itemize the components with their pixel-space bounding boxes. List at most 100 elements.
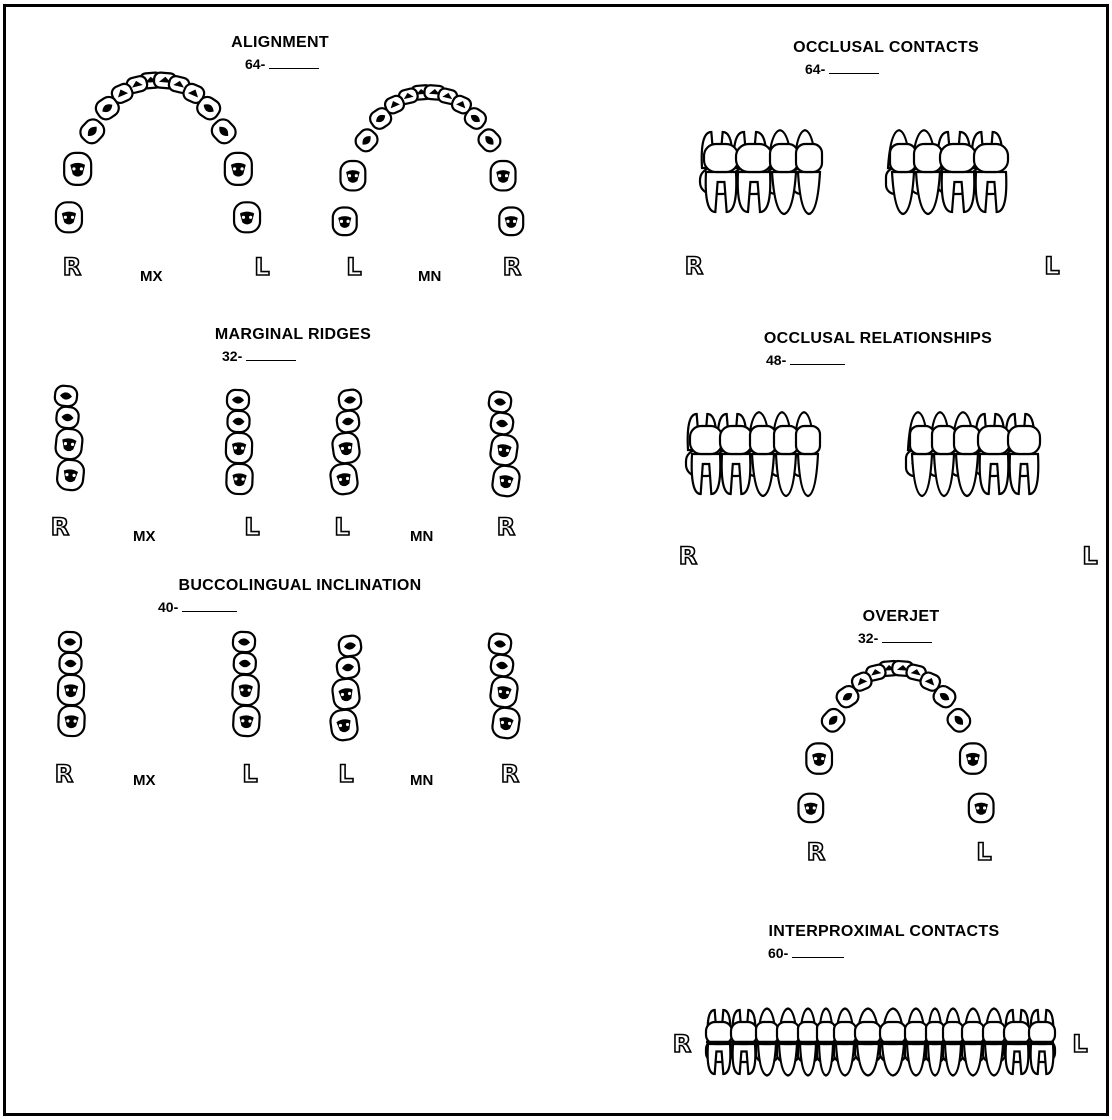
buccolingual-right-mark: R bbox=[55, 762, 73, 786]
tooth-buccal bbox=[954, 426, 980, 496]
tooth-crown bbox=[880, 1022, 906, 1044]
marginal-ridges-mx-label: MX bbox=[133, 528, 156, 545]
marginal-ridges-mx-right bbox=[54, 385, 85, 491]
tooth-crown bbox=[777, 1022, 799, 1044]
tooth-occlusal bbox=[59, 632, 82, 653]
tooth-crown bbox=[756, 1022, 778, 1044]
tooth-buccal bbox=[940, 144, 976, 212]
marginal-ridges-left-mark: L bbox=[244, 515, 259, 539]
tooth-occlusal bbox=[331, 677, 361, 710]
overjet-score-label: 32- bbox=[858, 630, 878, 646]
tooth-buccal bbox=[932, 426, 956, 496]
tooth-occlusal bbox=[488, 633, 513, 656]
occlusal-contacts-score-label: 64- bbox=[805, 61, 825, 77]
marginal-ridges-title: MARGINAL RIDGES bbox=[215, 326, 371, 344]
buccolingual-mx-right bbox=[57, 632, 85, 737]
tooth-cusp bbox=[975, 757, 978, 760]
tooth-crown bbox=[962, 1022, 984, 1044]
alignment-score-blank[interactable] bbox=[269, 56, 319, 69]
tooth-buccal bbox=[796, 426, 820, 496]
tooth-buccal bbox=[914, 144, 942, 214]
tooth-crown bbox=[817, 1022, 835, 1044]
tooth-root bbox=[928, 1044, 942, 1076]
interproximal-score-blank[interactable] bbox=[792, 945, 844, 958]
occlusal-contacts-right-mark: R bbox=[685, 254, 703, 278]
buccolingual-left-mark: L bbox=[242, 762, 257, 786]
occlusal-relationships-score-blank[interactable] bbox=[790, 352, 845, 365]
overjet-score-blank[interactable] bbox=[882, 630, 932, 643]
buccolingual-score-blank[interactable] bbox=[182, 599, 237, 612]
tooth-occlusal bbox=[960, 743, 986, 773]
tooth-occlusal bbox=[331, 431, 361, 464]
tooth-occlusal bbox=[333, 208, 357, 236]
tooth-occlusal bbox=[208, 116, 239, 147]
tooth-crown bbox=[750, 426, 776, 454]
tooth-crown bbox=[978, 426, 1010, 454]
tooth-buccal bbox=[770, 144, 798, 214]
tooth-root bbox=[907, 1044, 925, 1076]
overjet-score: 32- bbox=[858, 630, 932, 646]
tooth-occlusal bbox=[338, 389, 363, 412]
tooth-buccal bbox=[910, 426, 934, 496]
marginal-ridges-mn-right bbox=[488, 391, 521, 498]
tooth-buccal bbox=[704, 144, 738, 212]
tooth-cusp bbox=[806, 806, 809, 809]
tooth-cusp bbox=[968, 757, 971, 760]
tooth-crown bbox=[954, 426, 980, 454]
tooth-crown bbox=[983, 1022, 1005, 1044]
marginal-ridges-mn-label: MN bbox=[410, 528, 433, 545]
tooth-crown bbox=[932, 426, 956, 454]
tooth-buccal bbox=[926, 1022, 944, 1076]
tooth-crown bbox=[796, 426, 820, 454]
interproximal-score-label: 60- bbox=[768, 945, 788, 961]
tooth-occlusal bbox=[233, 652, 256, 674]
occlusal-contacts-score-blank[interactable] bbox=[829, 61, 879, 74]
tooth-buccal bbox=[706, 1022, 732, 1074]
tooth-occlusal bbox=[499, 208, 523, 236]
buccolingual-left-mark-mn: L bbox=[338, 762, 353, 786]
tooth-root bbox=[882, 1044, 904, 1076]
tooth-crown bbox=[905, 1022, 927, 1044]
tooth-buccal bbox=[880, 1022, 906, 1076]
marginal-ridges-score-label: 32- bbox=[222, 348, 242, 364]
occlusal-relationships-right bbox=[686, 412, 820, 496]
tooth-crown bbox=[940, 144, 976, 172]
tooth-occlusal bbox=[56, 202, 82, 232]
tooth-occlusal bbox=[59, 653, 82, 675]
tooth-root bbox=[800, 1044, 816, 1076]
tooth-buccal bbox=[690, 426, 722, 494]
tooth-buccal bbox=[983, 1022, 1005, 1076]
tooth-occlusal bbox=[56, 459, 85, 492]
tooth-root bbox=[892, 172, 914, 214]
occlusal-contacts-title: OCCLUSAL CONTACTS bbox=[793, 39, 979, 57]
interproximal-arch bbox=[706, 1009, 1055, 1076]
tooth-root bbox=[772, 172, 796, 214]
tooth-root bbox=[819, 1044, 833, 1076]
tooth-root bbox=[776, 454, 796, 496]
occlusal-contacts-right bbox=[700, 130, 822, 214]
tooth-crown bbox=[1029, 1022, 1055, 1044]
buccolingual-score: 40- bbox=[158, 599, 237, 615]
tooth-root bbox=[964, 1044, 982, 1076]
tooth-occlusal bbox=[336, 656, 361, 680]
marginal-ridges-mn-left bbox=[329, 389, 362, 496]
tooth-crown bbox=[774, 426, 798, 454]
tooth-occlusal bbox=[232, 674, 260, 705]
buccolingual-mn-right bbox=[488, 633, 521, 740]
tooth-root bbox=[916, 172, 940, 214]
tooth-cusp bbox=[72, 167, 75, 170]
tooth-cusp bbox=[814, 757, 817, 760]
tooth-buccal bbox=[720, 426, 752, 494]
tooth-root bbox=[752, 454, 774, 496]
tooth-occlusal bbox=[338, 635, 363, 658]
tooth-root bbox=[912, 454, 932, 496]
tooth-occlusal bbox=[491, 464, 521, 497]
tooth-cusp bbox=[64, 216, 67, 219]
tooth-buccal bbox=[978, 426, 1010, 494]
tooth-occlusal bbox=[227, 411, 250, 433]
overjet-title: OVERJET bbox=[863, 608, 940, 626]
tooth-cusp bbox=[355, 174, 358, 177]
occlusal-relationships-right-mark: R bbox=[679, 544, 697, 568]
maxillary-arch bbox=[56, 72, 260, 232]
marginal-ridges-score-blank[interactable] bbox=[246, 348, 296, 361]
